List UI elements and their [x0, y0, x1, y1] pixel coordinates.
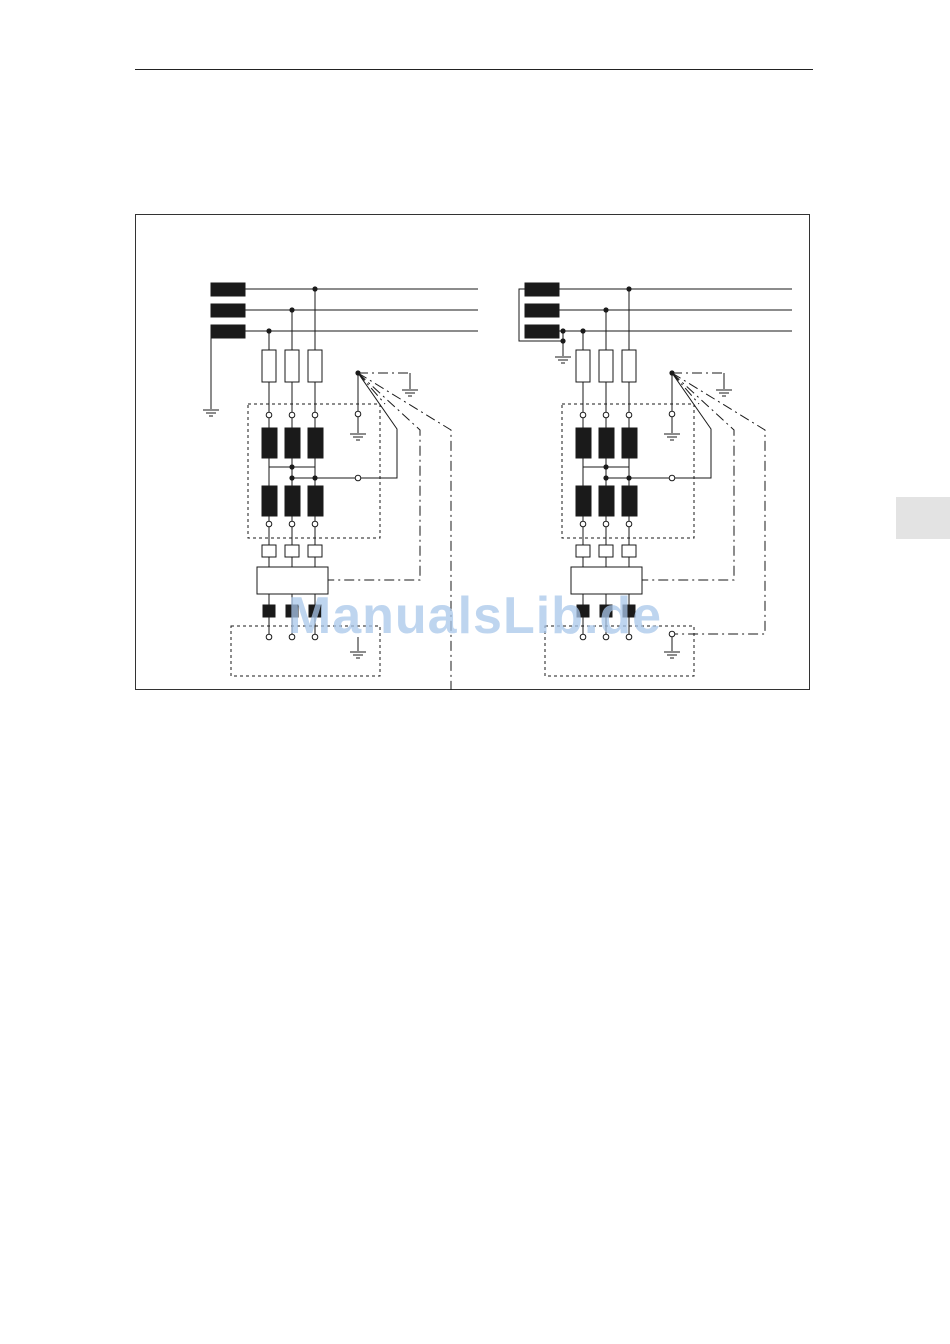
terminal [312, 412, 318, 418]
terminal [603, 412, 609, 418]
output-block [600, 605, 612, 617]
supply-terminal [525, 283, 559, 296]
fuse [262, 350, 276, 382]
motor-terminal [266, 634, 272, 640]
terminal [289, 412, 295, 418]
filter-enclosure [562, 404, 694, 538]
terminal-block [599, 545, 613, 557]
output-block [263, 605, 275, 617]
terminal [669, 475, 675, 481]
pe-fan-4 [672, 373, 699, 404]
fuse [622, 350, 636, 382]
circuit-left [203, 283, 478, 690]
output-block [577, 605, 589, 617]
terminal [355, 475, 361, 481]
inductor [576, 486, 591, 516]
terminal [580, 521, 586, 527]
output-block [309, 605, 321, 617]
motor-terminal [312, 634, 318, 640]
earth-node [560, 338, 565, 343]
inductor [262, 486, 277, 516]
pe-fan-3 [672, 373, 765, 634]
inductor [285, 428, 300, 458]
fuse [285, 350, 299, 382]
inductor [308, 486, 323, 516]
terminal [626, 521, 632, 527]
terminal-block [576, 545, 590, 557]
supply-terminal [525, 325, 559, 338]
terminal [580, 412, 586, 418]
terminal-block [622, 545, 636, 557]
terminal [626, 412, 632, 418]
supply-terminal [211, 304, 245, 317]
fuse [599, 350, 613, 382]
supply-terminal [211, 283, 245, 296]
terminal [266, 412, 272, 418]
inductor [599, 486, 614, 516]
motor-terminal [289, 634, 295, 640]
terminal [669, 411, 675, 417]
drive-unit [571, 567, 642, 594]
pe-fan-3 [358, 373, 451, 690]
terminal [289, 521, 295, 527]
terminal [603, 521, 609, 527]
terminal-block [262, 545, 276, 557]
star-point [603, 464, 608, 469]
pe-fan-1 [672, 373, 711, 478]
pe-fan-1 [358, 373, 397, 478]
motor-pe-terminal [669, 631, 675, 637]
output-block [286, 605, 298, 617]
motor-terminal [626, 634, 632, 640]
inductor [262, 428, 277, 458]
motor-terminal [580, 634, 586, 640]
terminal [355, 411, 361, 417]
fuse [576, 350, 590, 382]
terminal-block [308, 545, 322, 557]
terminal [266, 521, 272, 527]
terminal-block [285, 545, 299, 557]
earth-node [560, 328, 565, 333]
drive-unit [257, 567, 328, 594]
fuse [308, 350, 322, 382]
inductor [599, 428, 614, 458]
inductor [622, 486, 637, 516]
inductor [285, 486, 300, 516]
circuit-right [519, 283, 792, 676]
star-point [289, 464, 294, 469]
inductor [308, 428, 323, 458]
terminal [312, 521, 318, 527]
inductor [622, 428, 637, 458]
output-block [623, 605, 635, 617]
pe-fan-4 [358, 373, 385, 404]
motor-terminal [603, 634, 609, 640]
filter-enclosure [248, 404, 380, 538]
supply-terminal [211, 325, 245, 338]
supply-terminal [525, 304, 559, 317]
inductor [576, 428, 591, 458]
